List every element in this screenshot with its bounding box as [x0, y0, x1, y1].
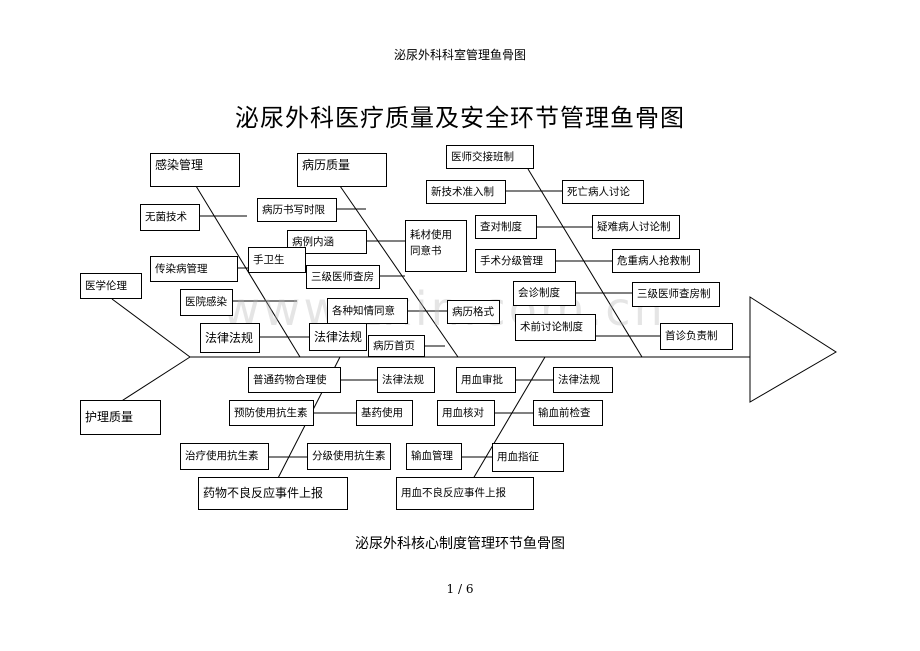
box-essential-drugs: 基药使用 — [356, 400, 413, 426]
bone-core — [527, 168, 643, 358]
page-header: 泌尿外科科室管理鱼骨图 — [393, 48, 526, 62]
box-three-level-rounds-system: 三级医师查房制 — [632, 282, 720, 307]
box-difficult-case-discussion: 疑难病人讨论制 — [592, 215, 680, 239]
box-hand-hygiene: 手卫生 — [248, 247, 306, 273]
box-aseptic-technique: 无菌技术 — [140, 204, 200, 231]
box-pre-transfusion-check: 输血前检查 — [533, 400, 603, 426]
box-death-discussion: 死亡病人讨论 — [562, 180, 644, 204]
box-nursing-quality: 护理质量 — [80, 400, 161, 435]
box-consumables-consent: 耗材使用 同意书 — [405, 220, 467, 272]
box-blood-approval: 用血审批 — [456, 367, 516, 393]
box-graded-antibiotics: 分级使用抗生素 — [307, 443, 391, 470]
box-record-format: 病历格式 — [447, 300, 500, 324]
box-blood-verification: 用血核对 — [437, 400, 495, 426]
diagram-title: 泌尿外科医疗质量及安全环节管理鱼骨图 — [235, 104, 685, 132]
box-consultation-system: 会诊制度 — [513, 281, 576, 306]
box-laws-blood: 法律法规 — [553, 367, 613, 393]
fish-head — [749, 296, 837, 403]
box-laws-record: 法律法规 — [309, 323, 367, 351]
tail-lower — [119, 356, 191, 403]
box-surgery-grading: 手术分级管理 — [475, 249, 556, 273]
diagram-caption: 泌尿外科核心制度管理环节鱼骨图 — [355, 536, 565, 552]
box-critical-rescue: 危重病人抢救制 — [612, 249, 700, 273]
box-infection-management: 感染管理 — [150, 153, 240, 187]
box-transfusion-reaction-reporting: 用血不良反应事件上报 — [396, 477, 534, 510]
box-laws-infection: 法律法规 — [200, 323, 260, 353]
box-therapeutic-antibiotics: 治疗使用抗生素 — [180, 443, 269, 470]
box-preventive-antibiotics: 预防使用抗生素 — [229, 400, 314, 426]
box-three-level-rounds: 三级医师查房 — [306, 265, 380, 289]
box-transfusion-indication: 用血指征 — [492, 443, 564, 472]
tail-upper — [111, 298, 191, 358]
box-informed-consent: 各种知情同意 — [327, 298, 408, 324]
bone-record — [339, 185, 459, 358]
box-adr-reporting: 药物不良反应事件上报 — [198, 477, 348, 510]
page-number: 1 / 6 — [446, 582, 474, 596]
box-first-visit-responsibility: 首诊负责制 — [660, 323, 733, 350]
box-record-time-limit: 病历书写时限 — [257, 198, 337, 222]
box-drug-rational-use: 普通药物合理使 — [248, 367, 341, 393]
box-hospital-infection: 医院感染 — [180, 289, 233, 316]
box-preop-discussion: 术前讨论制度 — [515, 314, 596, 341]
box-check-system: 查对制度 — [475, 215, 537, 239]
box-record-quality: 病历质量 — [297, 153, 387, 187]
box-medical-ethics: 医学伦理 — [80, 273, 142, 299]
bone-blood — [469, 356, 546, 485]
box-transfusion-management: 输血管理 — [406, 443, 462, 470]
box-record-front-page: 病历首页 — [368, 335, 425, 357]
box-new-tech-access: 新技术准入制 — [426, 180, 506, 204]
box-laws-drug: 法律法规 — [377, 367, 435, 393]
box-infectious-disease-mgmt: 传染病管理 — [150, 256, 238, 282]
box-shift-handover: 医师交接班制 — [446, 145, 534, 169]
